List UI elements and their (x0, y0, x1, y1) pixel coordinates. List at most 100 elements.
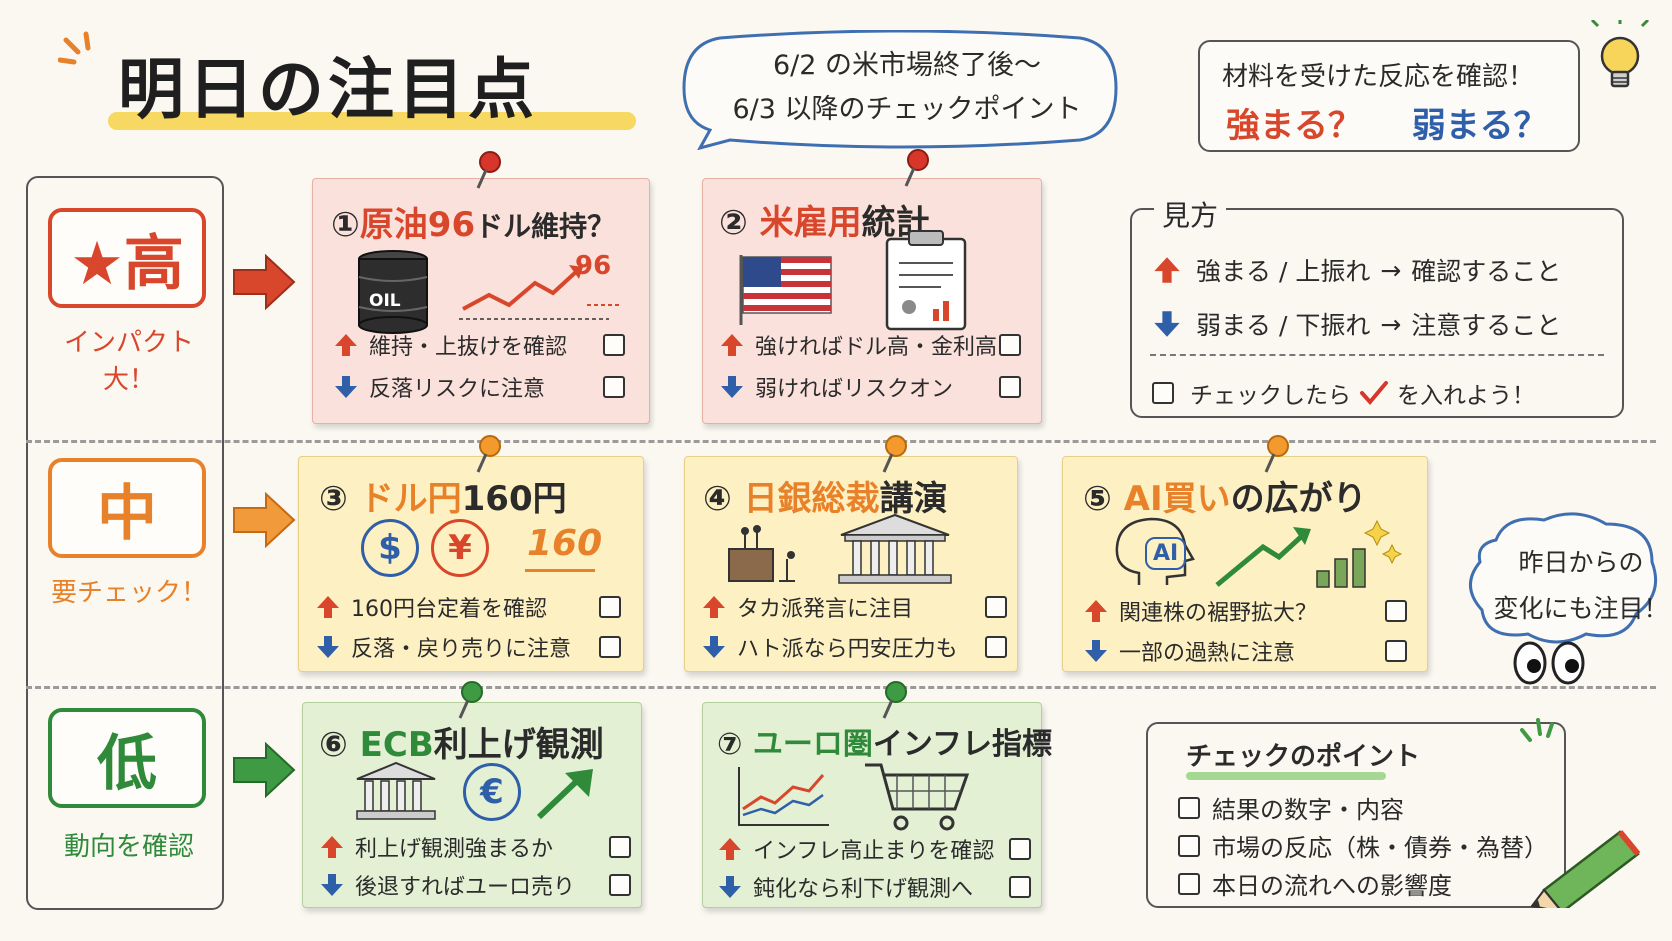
legend-arrow: → (1380, 255, 1402, 285)
legend-up-text: 強まる / 上振れ (1196, 257, 1371, 286)
legend-up-line: 強まる / 上振れ → 確認すること (1152, 252, 1561, 288)
checkbox[interactable] (1009, 838, 1031, 860)
legend-down-text: 弱まる / 下振れ (1196, 311, 1371, 340)
card-title: ⑤ AI買いの広がり (1083, 471, 1367, 520)
item-up-text: 関連株の裾野拡大？ (1119, 601, 1318, 626)
arrow-down-icon (703, 636, 725, 658)
checkbox[interactable] (999, 376, 1021, 398)
checkbox[interactable] (1009, 876, 1031, 898)
legend-down-action: 注意すること (1411, 311, 1562, 340)
card-title-rest: 160円 (461, 479, 567, 519)
arrow-down-icon (321, 874, 343, 896)
checkbox[interactable] (1178, 796, 1200, 819)
arrow-down-icon (335, 376, 357, 398)
checkbox[interactable] (1178, 872, 1200, 895)
card-ai-buying: ⑤ AI買いの広がり AI 関連株の裾野拡大？ 一部の過熱に注意 (1062, 456, 1428, 672)
pushpin-icon (476, 435, 501, 473)
arrow-up-icon (703, 596, 725, 618)
speech-bubble-text: 6/2 の米市場終了後～ 6/3 以降のチェックポイント (712, 44, 1102, 132)
pushpin-icon (458, 681, 483, 719)
cloud-line-2: 変化にも注目！ (1493, 594, 1669, 623)
bank-building-icon (356, 761, 436, 820)
checkpoints-title-underline (1186, 772, 1386, 780)
checkbox[interactable] (603, 376, 625, 398)
card-boj-speech: ④ 日銀総裁講演 タカ派発言に注目 ハト派なら円安圧力も (684, 456, 1018, 672)
reaction-options: 強まる？ 弱まる？ (1226, 98, 1548, 147)
pushpin-icon (476, 151, 501, 189)
checkbox[interactable] (1385, 600, 1407, 622)
item-down-text: 弱ければリスクオン (755, 377, 954, 402)
card-title: ⑦ ユーロ圏インフレ指標 (717, 719, 1052, 763)
pushpin-icon (1264, 435, 1289, 473)
tier-sub-low: 動向を確認 (63, 832, 194, 862)
podium-microphone-icon (728, 525, 795, 582)
list-item: 反落・戻り売りに注意 (315, 631, 635, 663)
checkbox[interactable] (1178, 834, 1200, 857)
arrow-right-icon (233, 253, 296, 311)
pushpin-icon (882, 435, 907, 473)
tier-badge-low: 低 (48, 708, 206, 808)
central-bank-building-icon (838, 513, 952, 584)
checkbox[interactable] (609, 874, 631, 896)
checkbox[interactable] (603, 334, 625, 356)
arrow-up-icon (321, 836, 343, 858)
card-crude-oil: ①原油96ドル維持？ OIL 96 維持・上抜けを確認 反落リスクに注意 (312, 178, 650, 424)
card-title-rest: インフレ指標 (872, 727, 1052, 762)
card-number: ③ (319, 479, 348, 519)
card-title-main: 原油96 (359, 205, 476, 245)
card-usdjpy: ③ ドル円160円 $ ¥ 160 160円台定着を確認 反落・戻り売りに注意 (298, 456, 644, 672)
list-item: ハト派なら円安圧力も (701, 631, 1011, 663)
list-item: 利上げ観測強まるか (319, 831, 635, 863)
reaction-box (1198, 40, 1580, 152)
checkbox[interactable] (1152, 382, 1174, 404)
checkbox[interactable] (599, 636, 621, 658)
title-underline (108, 112, 636, 130)
lightbulb-icon (1590, 20, 1650, 88)
legend-check-text-a: チェックしたら (1190, 383, 1351, 409)
legend-arrow: → (1380, 309, 1402, 339)
checkbox[interactable] (999, 334, 1021, 356)
tier-badge-high: ★高 (48, 208, 206, 308)
arrow-up-icon (719, 838, 741, 860)
checkpoints-title: チェックのポイント (1186, 742, 1421, 772)
card-title-main: ドル円 (359, 479, 462, 519)
checkmark-icon (1360, 381, 1388, 406)
card-number: ⑦ (717, 727, 743, 762)
card-us-employment: ② 米雇用統計 強ければドル高・金利高 弱ければリスクオン (702, 178, 1042, 424)
checkpoint-item: 結果の数字・内容 (1178, 790, 1404, 825)
checkpoint-text: 市場の反応（株・債券・為替） (1212, 834, 1548, 862)
legend-divider (1150, 354, 1604, 356)
checkbox[interactable] (985, 596, 1007, 618)
legend-up-action: 確認すること (1411, 257, 1562, 286)
item-down-text: 鈍化なら利下げ観測へ (753, 877, 974, 902)
spark-lines-icon (1520, 718, 1554, 742)
tier-sub-mid: 要チェック！ (50, 578, 207, 608)
reaction-up-text: 強まる？ (1226, 106, 1362, 146)
us-flag-icon (739, 255, 832, 325)
checkbox[interactable] (985, 636, 1007, 658)
arrow-up-icon (1154, 257, 1180, 283)
list-item: 反落リスクに注意 (333, 371, 633, 403)
card-title-main: 日銀総裁 (743, 479, 880, 519)
growth-bars-icon (1215, 519, 1403, 588)
checkbox[interactable] (1385, 640, 1407, 662)
checkbox[interactable] (609, 836, 631, 858)
bubble-line-1: 6/2 の米市場終了後～ (772, 50, 1042, 81)
list-item: 一部の過熱に注意 (1083, 635, 1421, 667)
list-item: 強ければドル高・金利高 (719, 329, 1029, 361)
reaction-text: 材料を受けた反応を確認！ (1222, 62, 1535, 92)
card-title-main: ECB (359, 725, 434, 765)
item-up-text: 維持・上抜けを確認 (369, 335, 568, 360)
card-title: ② 米雇用統計 (719, 195, 930, 244)
tier-divider-2 (26, 686, 1656, 689)
checkpoint-text: 結果の数字・内容 (1212, 796, 1404, 824)
tier-sub-high: インパクト大！ (63, 328, 194, 395)
rate-value: 160 (527, 523, 603, 564)
checkpoint-text: 本日の流れへの影響度 (1212, 872, 1452, 900)
eyes-icon (1513, 641, 1585, 685)
arrow-down-icon (1085, 640, 1107, 662)
card-number: ② (719, 203, 748, 243)
card-title-rest: の広がり (1230, 479, 1367, 519)
checkbox[interactable] (599, 596, 621, 618)
arrow-up-icon (1085, 600, 1107, 622)
